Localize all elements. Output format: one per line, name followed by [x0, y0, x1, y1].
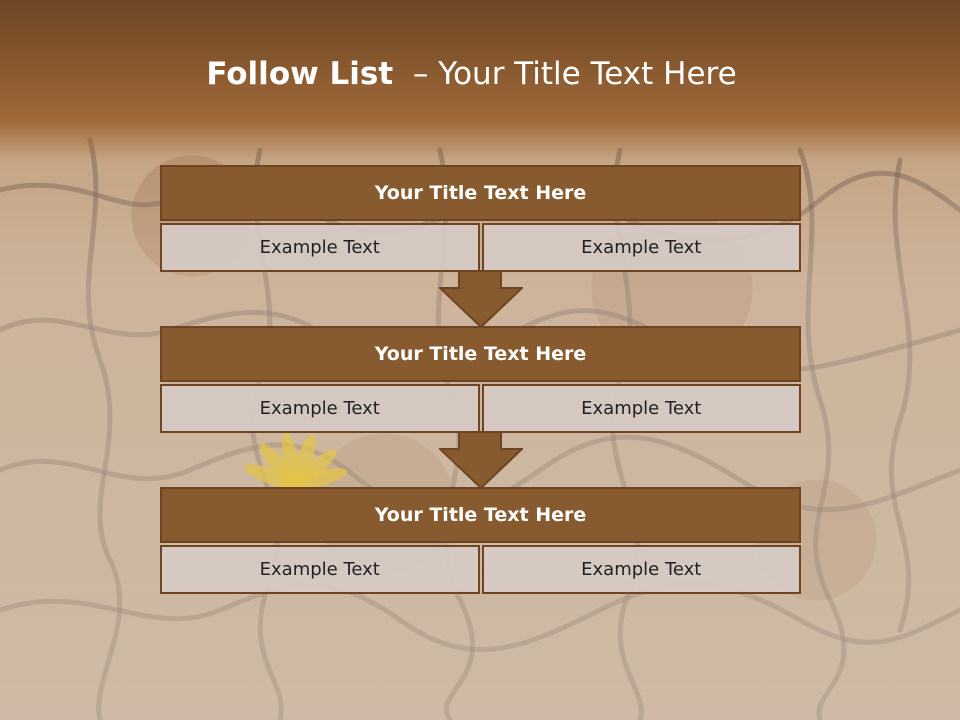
down-arrow-icon: [439, 431, 523, 489]
step-block-1: Your Title Text Here Example Text Exampl…: [160, 165, 801, 272]
step-title: Your Title Text Here: [160, 326, 801, 382]
step-block-2: Your Title Text Here Example Text Exampl…: [160, 326, 801, 433]
step-cell-right: Example Text: [481, 545, 801, 594]
slide-title-bold: Follow List: [206, 56, 394, 92]
step-row: Example Text Example Text: [160, 545, 801, 594]
step-cell-left: Example Text: [160, 384, 480, 433]
step-cell-right: Example Text: [481, 384, 801, 433]
step-row: Example Text Example Text: [160, 223, 801, 272]
step-row: Example Text Example Text: [160, 384, 801, 433]
step-cell-right: Example Text: [481, 223, 801, 272]
slide-title: Follow List – Your Title Text Here: [0, 56, 943, 92]
step-title: Your Title Text Here: [160, 487, 801, 543]
step-cell-left: Example Text: [160, 545, 480, 594]
slide-title-rest: – Your Title Text Here: [393, 56, 737, 92]
header-band: [0, 0, 960, 160]
step-title: Your Title Text Here: [160, 165, 801, 221]
step-cell-left: Example Text: [160, 223, 480, 272]
flower-icon: [244, 431, 348, 495]
down-arrow-icon: [439, 270, 523, 328]
step-block-3: Your Title Text Here Example Text Exampl…: [160, 487, 801, 594]
